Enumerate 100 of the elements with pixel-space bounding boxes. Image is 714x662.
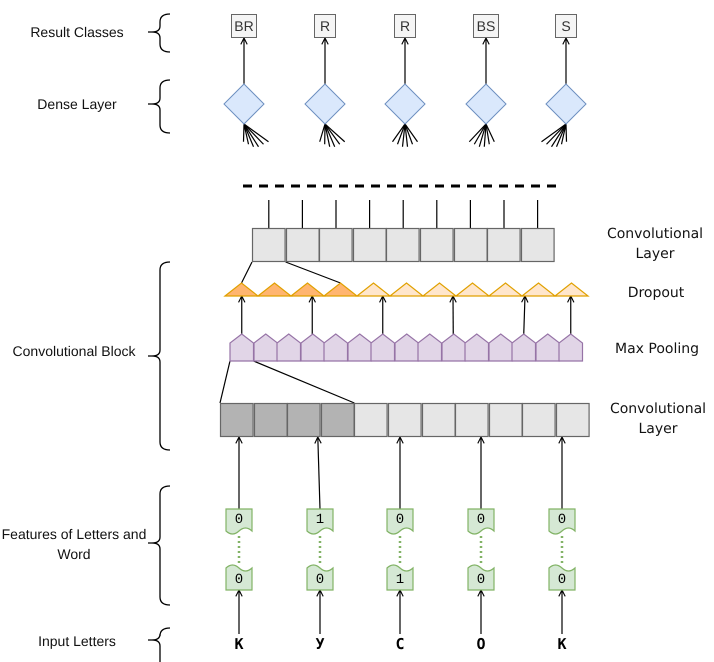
arrow [401,37,409,84]
layer-cell [420,228,454,262]
arrow [240,37,248,84]
layer-cell [220,403,254,437]
layer-label: Convolutional Block [12,342,136,361]
neuron-diamond [546,84,586,124]
connector-line [404,124,418,142]
layer-cell [287,403,321,437]
feature-tag: 0 [549,509,575,536]
layer-label: Dropout [626,284,686,303]
connector-line [480,535,482,563]
projection-line [240,262,253,284]
connector-line [485,124,490,144]
pooling-pentagon [348,334,371,361]
arrow [316,589,324,634]
dropout-triangle [555,283,588,296]
connector-line [324,124,330,147]
arrow [521,295,529,334]
feature-tag: 0 [468,563,494,590]
class-box: R [314,14,336,38]
class-box: R [394,14,416,38]
pooling-pentagon [559,334,582,361]
layer-cell [386,228,420,262]
arrow [482,37,490,84]
layer-label: Features of Letters and Word [0,525,148,564]
arrow [562,37,570,84]
layer-cell [422,403,456,437]
connector-line [541,124,566,142]
connector-line [468,124,486,142]
pooling-pentagon [394,334,418,361]
connector-line [268,200,270,228]
projection-line [285,261,341,284]
connector-line [404,124,408,147]
dropout-triangle [291,283,324,296]
connector-line [392,124,406,142]
connector-line [402,200,404,228]
neuron-diamond [385,84,425,124]
arrow [558,436,566,509]
connector-line [369,200,370,228]
connector-line [560,535,564,563]
pooling-pentagon [418,334,442,361]
connector-line [243,124,250,144]
layer-cell [254,403,288,437]
feature-tag: 0 [307,563,333,590]
dropout-triangle [522,283,555,296]
connector-line [242,124,245,142]
connector-line [324,124,346,142]
connector-line [560,124,567,144]
layer-label: Max Pooling [614,340,700,359]
connector-line [244,124,264,145]
connector-line [398,535,402,563]
layer-cell [522,403,556,437]
layer-label: Convolutional Layer [606,225,704,264]
layer-label: Result Classes [29,23,125,42]
connector-line [244,124,259,148]
layer-label: Convolutional Layer [608,400,708,439]
dropout-triangle [423,283,456,296]
pooling-pentagon [488,334,512,361]
feature-tag: 0 [387,509,413,536]
arrow [238,295,246,334]
feature-tag: 0 [468,509,494,536]
projection-line [253,360,355,404]
connector-line [335,200,337,228]
pooling-pentagon [512,334,536,361]
input-letter: К [229,634,249,654]
arrow [396,436,404,509]
pooling-pentagon [371,334,394,361]
connector-line [537,200,538,228]
dropout-triangle [258,283,291,296]
pooling-pentagon [536,334,559,361]
class-box: S [555,14,577,38]
pooling-pentagon [277,334,300,361]
connector-line [556,124,567,147]
input-letter: К [552,634,572,654]
connector-line [474,124,487,145]
pooling-pentagon [465,334,488,361]
layer-cell [388,403,422,437]
arrow [567,295,574,334]
connector-line [243,124,254,147]
layer-cell [556,403,590,437]
dropout-triangle [456,283,489,296]
connector-line [324,124,340,145]
dropout-triangle [390,283,423,296]
input-letter: У [310,634,330,654]
connector-line [404,124,414,144]
input-letter: О [471,634,491,654]
connector-line [546,124,566,145]
layer-cell [352,228,386,262]
neuron-diamond [305,84,345,124]
pooling-pentagon [254,334,277,361]
pooling-pentagon [442,334,465,361]
layer-cell [319,228,353,262]
layer-cell [320,403,354,437]
class-box: BR [231,14,257,38]
connector-line [503,200,505,228]
layer-cell [520,228,554,262]
projection-line [219,360,231,404]
neuron-diamond [466,84,506,124]
connector-line [478,124,487,147]
connector-line [402,124,406,147]
